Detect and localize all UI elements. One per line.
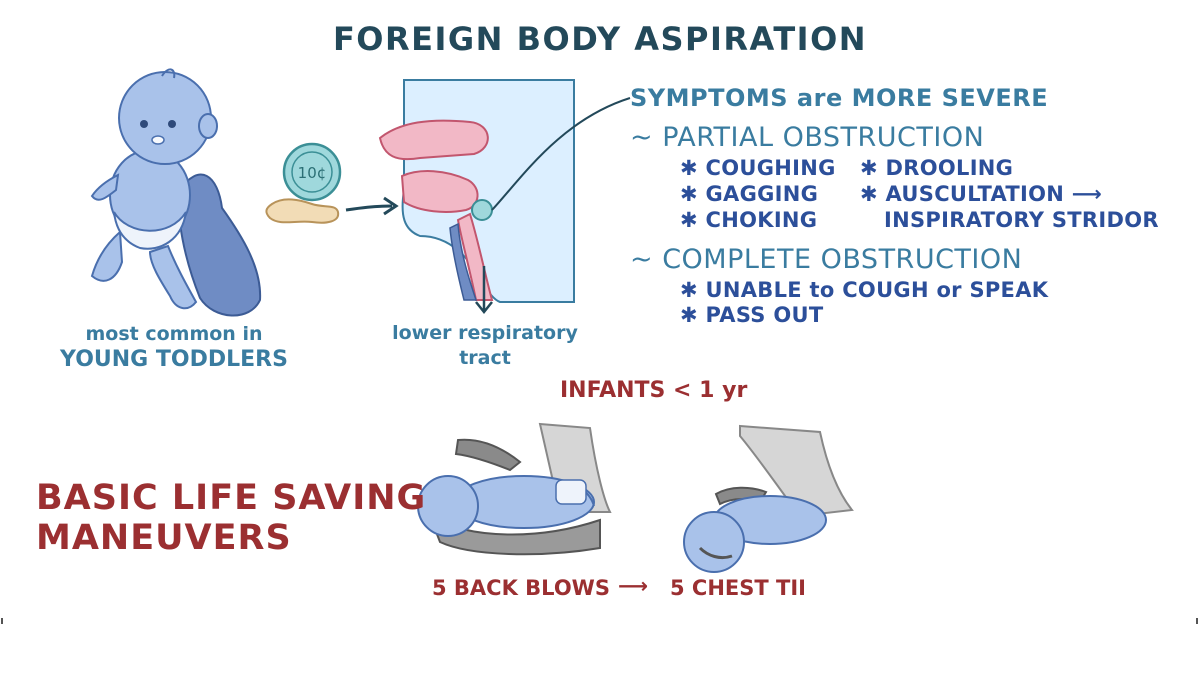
airway-illustration xyxy=(378,79,575,315)
symptom-choking: ✱ CHOKING xyxy=(680,208,818,232)
toddler-label-line2: YOUNG TODDLERS xyxy=(60,347,288,372)
symptom-inspiratory-stridor: INSPIRATORY STRIDOR xyxy=(884,208,1159,232)
toddler-label-line1: most common in xyxy=(85,323,263,345)
bls-heading-line1: BASIC LIFE SAVING xyxy=(36,478,427,518)
symptom-unable-to-cough: ✱ UNABLE to COUGH or SPEAK xyxy=(680,278,1049,302)
toddler-illustration xyxy=(90,68,262,317)
coin-illustration xyxy=(282,142,342,202)
back-blows-label: 5 BACK BLOWS xyxy=(432,576,610,600)
chest-thrusts-label: 5 CHEST TII xyxy=(670,576,806,600)
symptom-pass-out: ✱ PASS OUT xyxy=(680,303,824,327)
back-blows-illustration xyxy=(417,422,612,556)
airway-label-line2: tract xyxy=(459,347,511,369)
symptom-auscultation: ✱ AUSCULTATION ⟶ xyxy=(860,182,1103,206)
bls-heading: BASIC LIFE SAVING MANEUVERS xyxy=(36,478,426,558)
chest-thrusts-illustration xyxy=(683,424,854,573)
symptoms-header: SYMPTOMS are MORE SEVERE xyxy=(630,84,1049,112)
step-arrow: ⟶ xyxy=(618,574,649,598)
symptom-gagging: ✱ GAGGING xyxy=(680,182,819,206)
symptom-coughing: ✱ COUGHING xyxy=(680,156,836,180)
symptom-drooling: ✱ DROOLING xyxy=(860,156,1014,180)
peanut-illustration xyxy=(265,198,340,224)
partial-obstruction-heading: ~ PARTIAL OBSTRUCTION xyxy=(630,122,985,153)
coin-label: 10¢ xyxy=(298,164,327,182)
bls-heading-line2: MANEUVERS xyxy=(36,518,292,558)
symptom-connector-line xyxy=(491,97,631,211)
infants-label: INFANTS < 1 yr xyxy=(560,378,748,403)
complete-obstruction-heading: ~ COMPLETE OBSTRUCTION xyxy=(630,244,1023,275)
aspiration-arrow xyxy=(345,196,399,216)
page-title: FOREIGN BODY ASPIRATION xyxy=(332,20,868,58)
airway-label-line1: lower respiratory xyxy=(392,322,578,344)
